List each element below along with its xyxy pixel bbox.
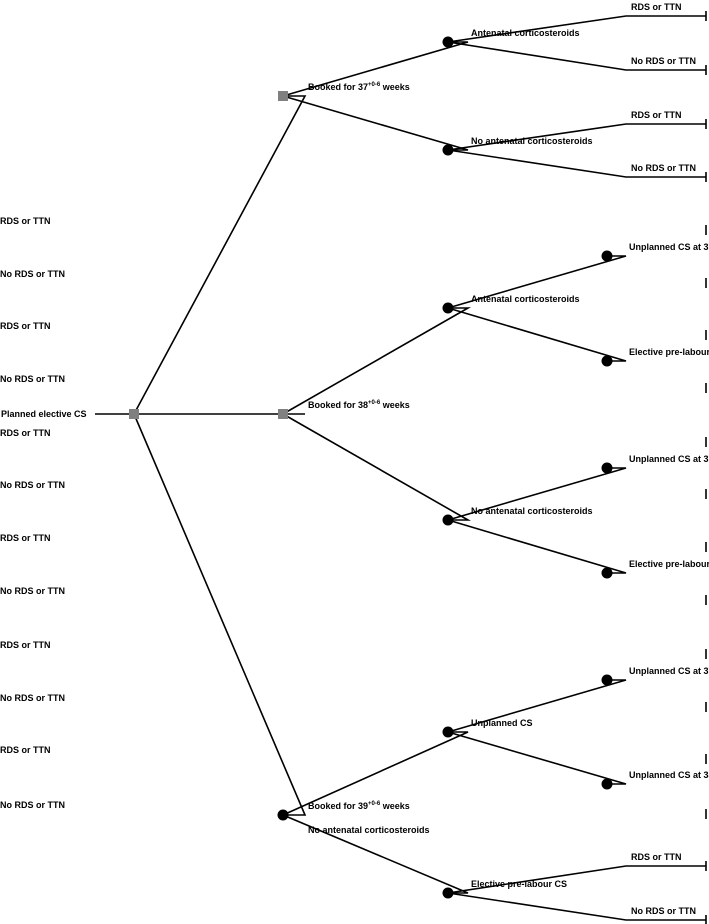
chance-node <box>442 36 454 48</box>
branch-label: Unplanned CS at 37+0-6 weeks <box>629 242 709 252</box>
chance-node <box>601 674 613 686</box>
chance-node <box>601 567 613 579</box>
chance-node <box>442 726 454 738</box>
branch-label: Booked for 38+0-6 weeks <box>308 400 410 410</box>
tree-branch <box>447 731 627 785</box>
tree-branch <box>282 413 472 521</box>
outcome-label: No RDS or TTN <box>631 163 696 173</box>
branch-label: Antenatal corticosteroids <box>471 294 580 304</box>
leaf-branch <box>447 865 706 894</box>
tree-branch <box>282 95 469 151</box>
chance-node <box>601 250 613 262</box>
tree-branch <box>282 814 469 894</box>
tree-branch <box>282 307 472 415</box>
tree-branch <box>447 307 627 362</box>
chance-node <box>442 144 454 156</box>
branch-label: Unplanned CS at 38+0-6 weeks <box>629 770 709 780</box>
outcome-label: RDS or TTN <box>0 745 51 755</box>
outcome-label: No RDS or TTN <box>631 56 696 66</box>
leaf-branch <box>447 15 706 43</box>
chance-node <box>601 355 613 367</box>
chance-node <box>601 462 613 474</box>
chance-node <box>277 809 289 821</box>
outcome-label: No RDS or TTN <box>0 586 65 596</box>
tree-branch <box>282 41 469 97</box>
branch-label: Booked for 37+0-6 weeks <box>308 82 410 92</box>
outcome-label: RDS or TTN <box>631 110 682 120</box>
outcome-label: RDS or TTN <box>0 640 51 650</box>
branch-label: Unplanned CS <box>471 718 533 728</box>
branch-label: Elective pre-labour CS <box>471 879 567 889</box>
outcome-label: No RDS or TTN <box>0 374 65 384</box>
tree-branch <box>133 413 307 816</box>
decision-node <box>278 91 288 101</box>
outcome-label: RDS or TTN <box>0 533 51 543</box>
branch-label: Antenatal corticosteroids <box>471 28 580 38</box>
decision-node <box>278 409 288 419</box>
tree-branch <box>447 467 627 521</box>
branch-label: No antenatal corticosteroids <box>471 136 593 146</box>
outcome-label: RDS or TTN <box>0 321 51 331</box>
decision-node <box>129 409 139 419</box>
branch-label: Elective pre-labour CS <box>629 347 709 357</box>
branch-label: Unplanned CS at 37+0-6 weeks <box>629 454 709 464</box>
outcome-label: RDS or TTN <box>631 2 682 12</box>
chance-node <box>442 887 454 899</box>
branch-label: Elective pre-labour CS <box>629 559 709 569</box>
leaf-branch <box>447 892 706 921</box>
leaf-branch <box>447 149 706 178</box>
branch-label: No antenatal corticosteroids <box>471 506 593 516</box>
outcome-label: No RDS or TTN <box>0 480 65 490</box>
outcome-label: RDS or TTN <box>0 428 51 438</box>
branch-label: Unplanned CS at 37+0-6 weeks <box>629 666 709 676</box>
tree-branch <box>447 679 627 733</box>
chance-node <box>601 778 613 790</box>
chance-node <box>442 302 454 314</box>
root-label: Planned elective CS <box>1 409 87 419</box>
outcome-label: RDS or TTN <box>0 216 51 226</box>
outcome-label: No RDS or TTN <box>631 906 696 916</box>
tree-branch <box>447 519 627 574</box>
outcome-label: RDS or TTN <box>631 852 682 862</box>
leaf-branch <box>447 41 706 71</box>
branch-sublabel: No antenatal corticosteroids <box>308 825 430 835</box>
leaf-branch <box>447 123 706 151</box>
chance-node <box>442 514 454 526</box>
branch-label: Booked for 39+0-6 weeks <box>308 801 410 811</box>
tree-branch <box>133 95 307 415</box>
tree-branch <box>447 255 627 309</box>
outcome-label: No RDS or TTN <box>0 800 65 810</box>
outcome-label: No RDS or TTN <box>0 693 65 703</box>
tree-branch <box>282 731 469 816</box>
outcome-label: No RDS or TTN <box>0 269 65 279</box>
